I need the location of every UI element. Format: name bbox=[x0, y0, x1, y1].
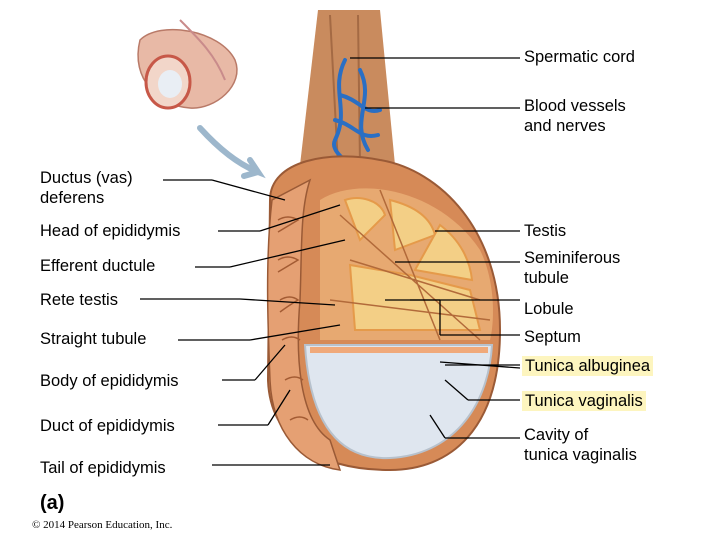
leader-lines bbox=[140, 57, 521, 466]
label-septum: Septum bbox=[524, 328, 581, 346]
label-ductus-deferens: Ductus (vas) deferens bbox=[40, 169, 133, 207]
label-cavity-tunica-vaginalis: Cavity of tunica vaginalis bbox=[524, 426, 637, 464]
label-efferent-ductule: Efferent ductule bbox=[40, 257, 156, 275]
inset-thumbnail bbox=[137, 19, 238, 110]
pointer-arrow bbox=[197, 125, 266, 179]
label-testis: Testis bbox=[524, 222, 567, 240]
figure-tag: (a) bbox=[40, 492, 65, 514]
label-blood-vessels-nerves: Blood vessels and nerves bbox=[524, 97, 626, 135]
label-head-of-epididymis: Head of epididymis bbox=[40, 222, 181, 240]
label-seminiferous-tubule: Seminiferous tubule bbox=[524, 249, 621, 287]
label-spermatic-cord: Spermatic cord bbox=[524, 48, 635, 66]
label-lobule: Lobule bbox=[524, 300, 574, 318]
label-rete-testis: Rete testis bbox=[40, 291, 118, 309]
label-tail-of-epididymis: Tail of epididymis bbox=[40, 459, 166, 477]
label-tunica-vaginalis: Tunica vaginalis bbox=[522, 391, 646, 411]
label-body-of-epididymis: Body of epididymis bbox=[40, 372, 179, 390]
seminiferous-tubules bbox=[343, 197, 482, 331]
copyright-notice: © 2014 Pearson Education, Inc. bbox=[32, 519, 173, 531]
label-duct-of-epididymis: Duct of epididymis bbox=[40, 417, 175, 435]
spermatic-cord-shape bbox=[300, 10, 395, 165]
label-tunica-albuginea: Tunica albuginea bbox=[522, 356, 654, 376]
label-straight-tubule: Straight tubule bbox=[40, 330, 147, 348]
cavity-shape bbox=[303, 344, 494, 460]
